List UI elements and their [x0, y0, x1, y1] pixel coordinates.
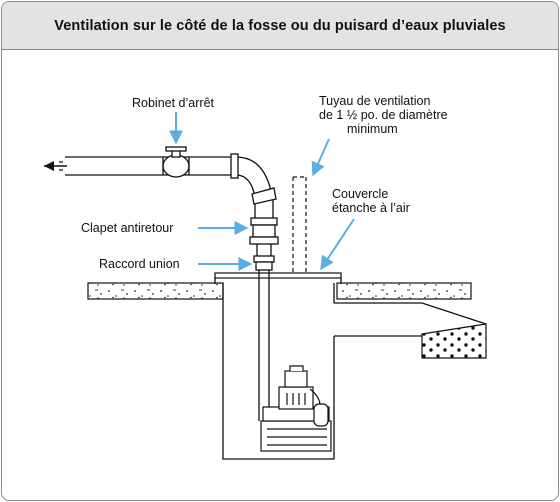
label-vent-pipe-line-1: Tuyau de ventilation: [319, 94, 430, 108]
callout-arrows: [169, 112, 355, 271]
drain-tile-gravel: [421, 323, 487, 359]
title-bar: Ventilation sur le côté de la fosse ou d…: [2, 2, 558, 50]
label-airtight-cover-line-1: Couvercle: [332, 187, 388, 201]
label-vent-pipe-line-2: de 1 ½ po. de diamètre: [319, 108, 448, 122]
label-union-fitting: Raccord union: [99, 257, 180, 271]
discharge-pipe: [65, 153, 277, 219]
label-vent-pipe-line-3: minimum: [347, 122, 398, 136]
riser-pipe: [258, 270, 270, 421]
sump-basin: [214, 275, 487, 460]
page-title: Ventilation sur le côté de la fosse ou d…: [54, 17, 506, 34]
label-check-valve: Clapet antiretour: [81, 221, 173, 235]
sump-pump: [260, 365, 332, 452]
vent-pipe: [292, 176, 307, 272]
label-shutoff-valve: Robinet d’arrêt: [132, 96, 215, 110]
check-valve: [249, 217, 279, 256]
concrete-slab: [87, 282, 472, 300]
union-fitting: [253, 255, 275, 271]
label-airtight-cover-line-2: étanche à l’air: [332, 201, 410, 215]
airtight-cover: [214, 272, 342, 279]
shutoff-valve: [162, 146, 190, 178]
